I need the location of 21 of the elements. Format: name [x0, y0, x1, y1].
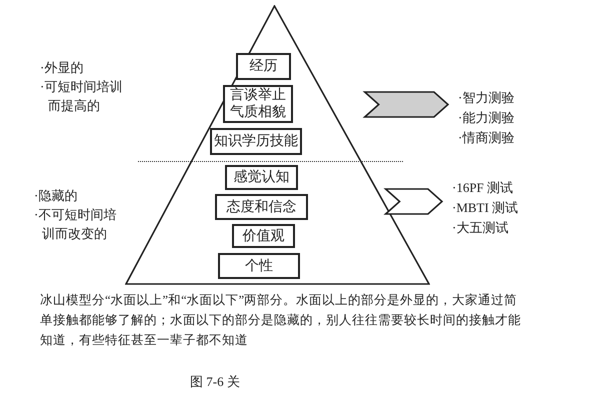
list-item: ·情商测验: [458, 129, 516, 147]
figure-caption: 图 7-6 关: [190, 373, 240, 391]
layer-box: 个性: [218, 253, 300, 279]
note-text: ·可短时间培训而提高的: [40, 78, 124, 115]
list-item: ·16PF 测试: [452, 179, 514, 197]
note-text: ·外显的: [40, 59, 84, 77]
layer-box: 价值观: [232, 224, 295, 248]
list-item: ·大五测试: [452, 219, 510, 237]
layer-box: 经历: [236, 53, 291, 80]
layer-box: 态度和信念: [215, 194, 308, 220]
list-item: ·MBTI 测试: [452, 199, 520, 217]
description-paragraph: 冰山模型分“水面以上”和“水面以下”两部分。水面以上的部分是外显的，大家通过简单接触都能够了解的；水面以下的部分是隐藏的，别人往往需要较长时间的接触才能知道，有些特征甚至一辈子都不知道: [40, 292, 522, 349]
chevron-arrow: [362, 91, 450, 118]
note-text: ·不可短时间培训而改变的: [34, 206, 118, 243]
chevron-arrow: [384, 188, 444, 215]
layer-box: 感觉认知: [225, 165, 298, 190]
layer-box: 知识学历技能: [210, 128, 302, 155]
note-text: ·隐藏的: [34, 187, 78, 205]
layer-box: 言谈举止气质相貌: [223, 85, 293, 123]
list-item: ·智力测验: [458, 89, 516, 107]
list-item: ·能力测验: [458, 109, 516, 127]
